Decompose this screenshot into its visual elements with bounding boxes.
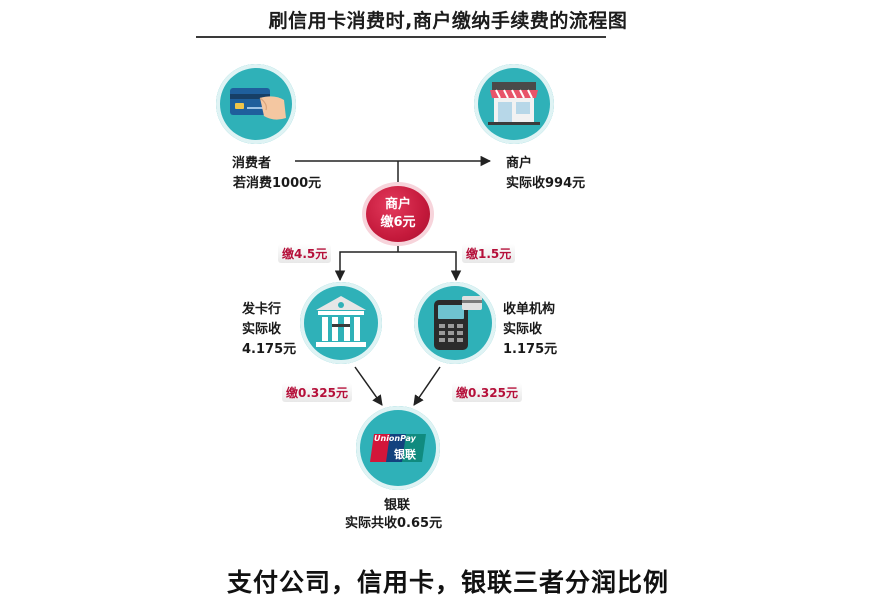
merchant-amount: 实际收994元 [506,176,586,191]
consumer-name: 消费者 [232,156,272,171]
arrow-acquirer-to-unionpay [413,366,441,406]
unionpay-logo-en: UnionPay [374,434,416,443]
merchant-name: 商户 [506,156,533,171]
issuer-name: 发卡行 [242,302,282,317]
consumer-amount: 若消费1000元 [233,176,322,191]
issuer-bank-circle [300,282,382,364]
pos-terminal-icon [434,296,482,350]
fee-issuer-to-unionpay: 缴0.325元 [282,383,352,402]
arrow-fee-to-issuer [334,251,398,282]
unionpay-logo-icon: UnionPay 银联 [370,432,426,464]
fee-to-issuer: 缴4.5元 [278,244,332,263]
arrow-issuer-to-unionpay [354,366,383,406]
unionpay-circle: UnionPay 银联 [356,406,440,490]
unionpay-logo-cn: 银联 [394,448,416,461]
fee-acquirer-to-unionpay: 缴0.325元 [452,383,522,402]
merchant-fee-amount: 缴6元 [380,215,416,230]
acquirer-received-amount: 1.175元 [503,342,558,357]
unionpay-amount: 实际共收0.65元 [345,516,443,531]
bank-building-icon [316,296,366,347]
merchant-circle [474,64,554,144]
credit-card-hand-icon [230,88,286,120]
arrow-fee-to-acquirer [398,251,462,282]
unionpay-logo-background [370,434,426,462]
acquirer-circle [414,282,496,364]
title-underline [196,36,606,38]
acquirer-name: 收单机构 [503,302,556,317]
issuer-received-label: 实际收 [242,322,282,337]
acquirer-received-label: 实际收 [503,322,543,337]
storefront-icon [488,82,540,125]
footer-caption: 支付公司，信用卡，银联三者分润比例 [226,568,669,597]
merchant-fee-label: 商户 [384,197,411,212]
issuer-received-amount: 4.175元 [242,342,297,357]
merchant-fee-badge: 商户 缴6元 [366,186,430,242]
fee-to-acquirer: 缴1.5元 [462,244,516,263]
diagram-title: 刷信用卡消费时,商户缴纳手续费的流程图 [268,10,628,32]
consumer-circle [216,64,296,144]
unionpay-name: 银联 [384,498,411,513]
